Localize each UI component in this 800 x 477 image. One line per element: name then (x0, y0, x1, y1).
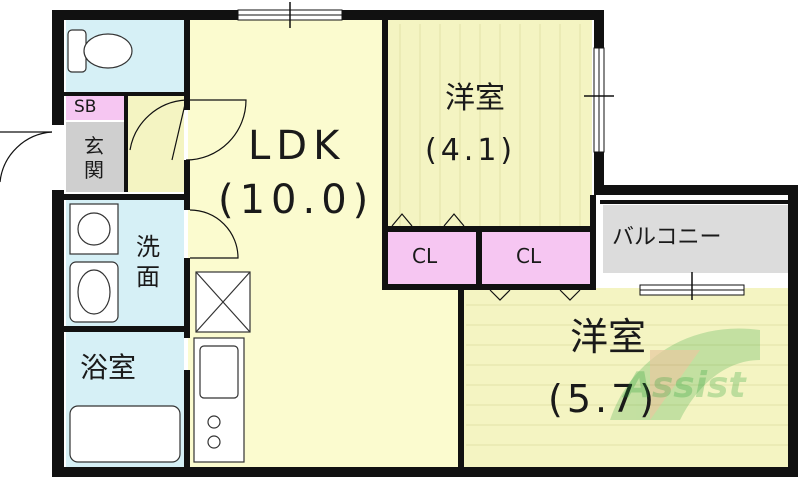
doors (0, 70, 581, 430)
balcony-area (603, 205, 788, 273)
assist-watermark-logo (610, 328, 760, 420)
washbasin-bowl (77, 269, 111, 315)
western-north-floor (386, 20, 592, 228)
toilet-tank (67, 29, 87, 73)
sb-label: SB (74, 97, 97, 117)
bath-label: 浴室 (80, 351, 137, 384)
floor-stripes (399, 24, 790, 446)
toilet-bowl (83, 33, 133, 69)
balcony-label: バルコニー (612, 225, 722, 250)
ldk-name: LDK (248, 123, 346, 169)
windows (237, 2, 745, 300)
stove-burner-1 (207, 415, 221, 429)
closet-right-area (482, 232, 590, 284)
closet-right-label: CL (516, 244, 542, 268)
stove-burner-2 (207, 435, 221, 449)
hall-area (128, 96, 184, 192)
fixtures (67, 29, 251, 463)
western-south-floor (462, 288, 792, 467)
closet-left-label: CL (412, 244, 438, 268)
western-south-name: 洋室 (570, 315, 647, 359)
bathtub (69, 405, 181, 463)
sink (199, 345, 239, 399)
ldk-size: (10.0) (218, 177, 375, 223)
entrance-area (66, 122, 124, 192)
washroom-label: 洗面 (136, 233, 160, 291)
western-north-name: 洋室 (445, 81, 505, 116)
closet-left-area (388, 232, 476, 284)
washing-machine-drum (77, 212, 111, 246)
entrance-label: 玄関 (84, 134, 104, 182)
sb-area (66, 96, 124, 120)
western-south-size: (5.7) (548, 377, 659, 421)
watermark-text: Assist (624, 365, 746, 406)
western-north-size: (4.1) (425, 133, 517, 168)
